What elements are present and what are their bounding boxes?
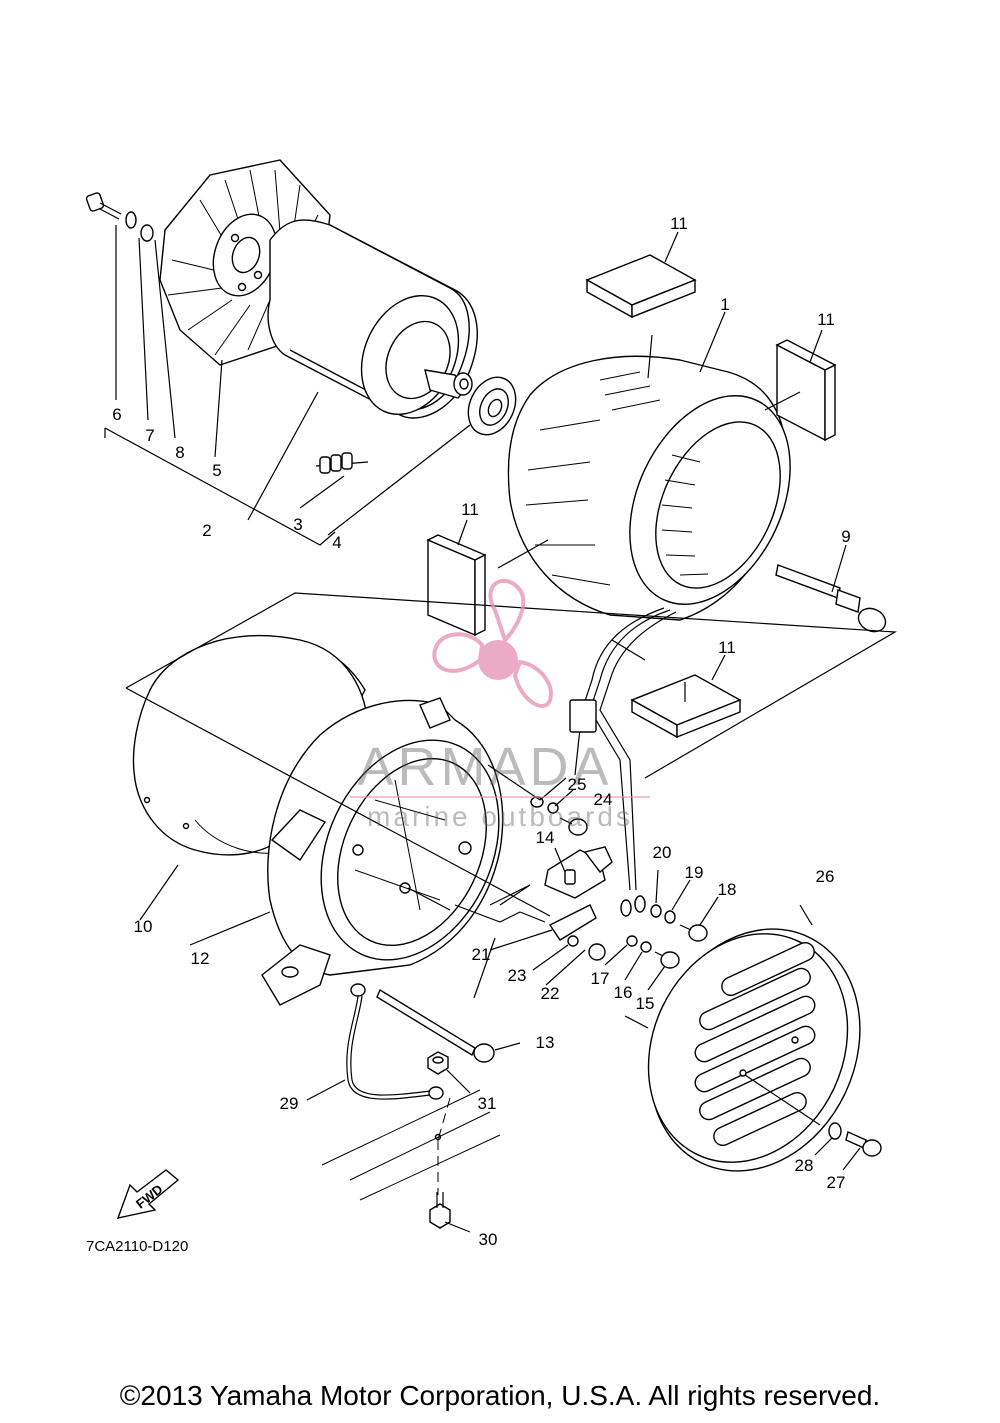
bolt-9-part [775,544,887,633]
part-label-2: 2 [202,521,211,540]
part-label-29: 29 [280,1094,299,1113]
washer-20-part [650,904,662,918]
part-label-14: 14 [536,828,555,847]
insulator-11-top [585,231,697,319]
part-label-28: 28 [795,1156,814,1175]
part-label-25: 25 [568,775,587,794]
part-label-18: 18 [718,880,737,899]
stator-1-part [507,311,791,917]
part-label-20: 20 [653,843,672,862]
armada-propeller-logo-icon [432,578,553,708]
insulator-11-left [426,519,549,637]
part-label-8: 8 [175,443,184,462]
label-leaders [306,777,861,1233]
part-label-10: 10 [134,917,153,936]
rotor-2-part [267,219,478,419]
screw-18-part [679,924,708,942]
part-label-11-bottom: 11 [718,638,736,657]
insulator-11-bottom [630,654,742,739]
part-label-6: 6 [112,405,121,424]
screw-15-part [654,951,680,969]
bolt-30-part [429,1133,451,1229]
armada-watermark: ARMADA marine outboards [350,578,650,832]
part-label-1: 1 [720,295,729,314]
part-label-11-right: 11 [817,310,835,329]
insulator-11-right [764,329,837,442]
screw-24-part [559,817,588,836]
part-label-4: 4 [332,533,341,552]
brush-3-part [315,452,369,474]
washer-8-part [140,224,154,242]
part-label-24: 24 [594,790,613,809]
part-label-9: 9 [841,527,850,546]
copyright-notice: ©2013 Yamaha Motor Corporation, U.S.A. A… [119,1380,881,1411]
ground-wire-29-part [346,983,444,1100]
plate-21-part [548,904,597,941]
through-bolt-13-part [376,988,495,1063]
reference-lines [125,592,897,1201]
washer-16-part [640,941,652,953]
washer-23-part [567,935,579,947]
diagram-reference-code: 7CA2110-D120 [86,1238,189,1255]
watermark-brand: ARMADA [357,737,612,797]
fwd-arrow-icon: FWD [116,1169,180,1219]
part-label-16: 16 [614,983,633,1002]
part-label-7: 7 [145,426,154,445]
part-label-11-left: 11 [461,500,479,519]
part-label-26: 26 [816,867,835,886]
washer-28-part [828,1122,842,1140]
nut-31-part [427,1051,449,1075]
part-label-17: 17 [591,969,610,988]
part-label-23: 23 [508,966,527,985]
bearing-4-part [467,376,517,436]
brush-holder-14-part [544,846,613,899]
part-label-19: 19 [685,863,704,882]
part-label-22: 22 [541,984,560,1003]
part-label-15: 15 [636,994,655,1013]
washer-7-part [125,211,137,229]
washer-19-part [664,910,676,924]
part-label-11-top: 11 [670,214,688,233]
washer-17-part [626,935,638,947]
end-bracket-12-part [189,697,504,1006]
part-labels: 1 2 3 4 5 6 7 8 9 10 11 11 11 11 12 13 1… [112,214,850,1249]
part-label-12: 12 [191,949,210,968]
part-label-30: 30 [479,1230,498,1249]
part-label-5: 5 [212,461,221,480]
grille-cover-26-part [647,904,861,1172]
part-label-3: 3 [293,515,302,534]
fan-rotor-assembly [85,159,517,546]
part-label-31: 31 [478,1094,497,1113]
part-label-21: 21 [472,945,491,964]
bolt-6-part [85,192,122,220]
screw-22-part [588,943,606,961]
bolt-27-part [845,1131,882,1157]
part-label-27: 27 [827,1173,846,1192]
watermark-tagline: marine outboards [367,801,633,832]
part-label-13: 13 [536,1033,555,1052]
